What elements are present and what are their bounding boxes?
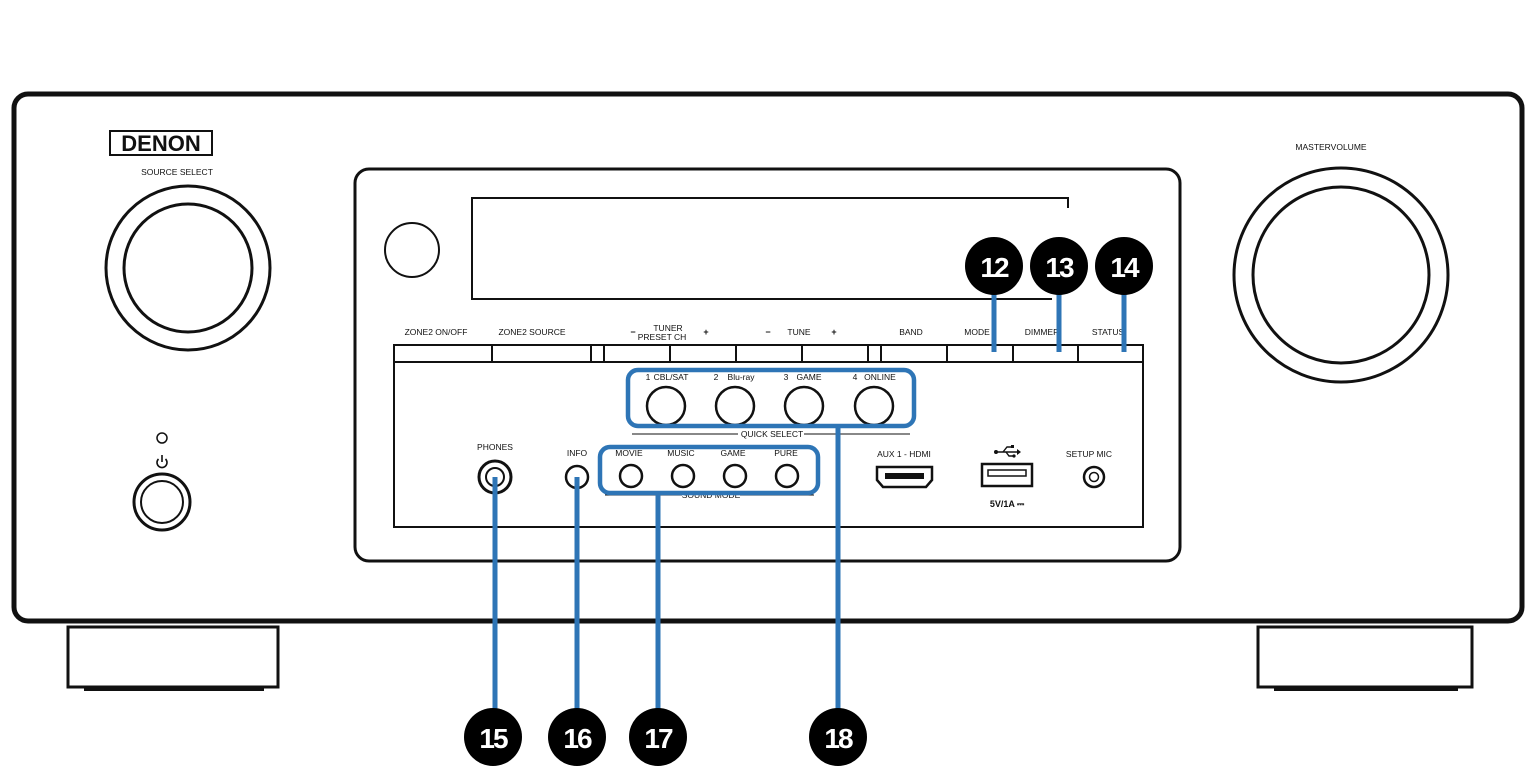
power-button[interactable]: [132, 472, 192, 532]
dimmer-button[interactable]: [1012, 344, 1079, 363]
tune-minus-label: −: [765, 327, 770, 337]
sound-mode-game-label: GAME: [720, 448, 745, 458]
tuner-label-line2: PRESET CH: [638, 332, 687, 342]
usb-icon: [994, 445, 1021, 458]
source-select-label: SOURCE SELECT: [141, 167, 213, 177]
mode-button[interactable]: [946, 344, 1014, 363]
quick-select-highlight: [625, 367, 917, 429]
svg-text:12: 12: [980, 252, 1009, 283]
sound-mode-pure-label: PURE: [774, 448, 798, 458]
quick-select-group: 1 CBL/SAT 2 Blu-ray 3 GAME 4 ONLINE: [646, 372, 897, 382]
aux-hdmi-label: AUX 1 - HDMI: [877, 449, 931, 459]
sound-mode-pure-button[interactable]: [774, 463, 800, 489]
sound-mode-music-label: MUSIC: [667, 448, 694, 458]
zone2-onoff-label: ZONE2 ON/OFF: [405, 327, 468, 337]
power-led: [156, 432, 168, 444]
strip-spacer: [590, 344, 605, 363]
tuner-preset-plus-button[interactable]: [669, 344, 737, 363]
quick-select-4-label: ONLINE: [864, 372, 896, 382]
quick-select-1-label: CBL/SAT: [654, 372, 689, 382]
sound-mode-game-button[interactable]: [722, 463, 748, 489]
right-foot: [1256, 625, 1474, 691]
band-label: BAND: [899, 327, 923, 337]
callout-badge-14: 14: [1095, 237, 1153, 295]
left-foot: [66, 625, 280, 691]
sound-mode-music-button[interactable]: [670, 463, 696, 489]
setup-mic-label: SETUP MIC: [1066, 449, 1112, 459]
usb-rating-label: 5V/1A ⎓: [990, 499, 1025, 509]
zone2-source-label: ZONE2 SOURCE: [498, 327, 565, 337]
callout-badge-12: 12: [965, 237, 1023, 295]
callout-badge-18: 18: [809, 708, 867, 766]
svg-text:15: 15: [479, 723, 508, 754]
band-button[interactable]: [880, 344, 948, 363]
usb-port[interactable]: [980, 462, 1034, 488]
quick-select-4-number: 4: [853, 372, 858, 382]
quick-select-4-button[interactable]: [853, 385, 895, 427]
front-door-panel: [393, 361, 1144, 528]
tune-minus-button[interactable]: [735, 344, 803, 363]
info-label: INFO: [567, 448, 588, 458]
svg-text:13: 13: [1045, 252, 1074, 283]
tuner-label-line1: TUNER: [653, 323, 682, 333]
callout-badge-17: 17: [629, 708, 687, 766]
tune-plus-button[interactable]: [801, 344, 869, 363]
quick-select-3-number: 3: [784, 372, 789, 382]
svg-text:16: 16: [563, 723, 592, 754]
master-volume-label: MASTERVOLUME: [1295, 142, 1366, 152]
callout-badge-15: 15: [464, 708, 522, 766]
quick-select-1-button[interactable]: [645, 385, 687, 427]
tune-plus-label: +: [831, 327, 836, 337]
zone2-source-button[interactable]: [491, 344, 592, 363]
denon-logo: DENON: [109, 130, 213, 156]
status-label: STATUS: [1092, 327, 1125, 337]
quick-select-1-number: 1: [646, 372, 651, 382]
mode-label: MODE: [964, 327, 990, 337]
source-select-knob[interactable]: [104, 184, 272, 352]
sound-mode-movie-button[interactable]: [618, 463, 644, 489]
phones-label: PHONES: [477, 442, 513, 452]
quick-select-2-label: Blu-ray: [728, 372, 756, 382]
tuner-preset-minus-button[interactable]: [603, 344, 671, 363]
tune-label: TUNE: [787, 327, 810, 337]
quick-select-3-button[interactable]: [783, 385, 825, 427]
svg-text:14: 14: [1110, 252, 1140, 283]
quick-select-2-button[interactable]: [714, 385, 756, 427]
quick-select-label: QUICK SELECT: [741, 429, 803, 439]
quick-select-2-number: 2: [714, 372, 719, 382]
power-icon: [156, 455, 168, 469]
status-button[interactable]: [1077, 344, 1144, 363]
tuner-plus-label: +: [703, 327, 708, 337]
svg-text:17: 17: [644, 723, 673, 754]
display-window: [471, 197, 1069, 300]
tuner-minus-label: −: [630, 327, 635, 337]
sound-mode-highlight: [597, 444, 821, 496]
remote-sensor: [384, 222, 440, 278]
zone2-onoff-button[interactable]: [393, 344, 493, 363]
strip-spacer-2: [867, 344, 882, 363]
hdmi-port[interactable]: [875, 465, 934, 489]
quick-select-3-label: GAME: [796, 372, 821, 382]
callout-badge-16: 16: [548, 708, 606, 766]
brand-text: DENON: [121, 131, 200, 156]
dimmer-label: DIMMER: [1025, 327, 1059, 337]
setup-mic-jack[interactable]: [1082, 465, 1106, 489]
svg-text:18: 18: [824, 723, 853, 754]
sound-mode-movie-label: MOVIE: [615, 448, 643, 458]
callout-badge-13: 13: [1030, 237, 1088, 295]
master-volume-knob[interactable]: [1232, 166, 1450, 384]
